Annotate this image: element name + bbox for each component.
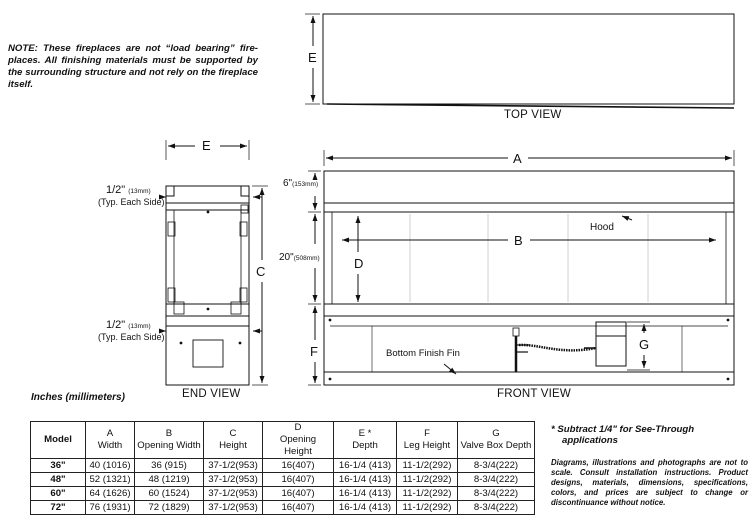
front-view-title: FRONT VIEW	[497, 388, 571, 400]
header-name: Leg Height	[403, 440, 451, 451]
upper-half-mm: (13mm)	[128, 188, 151, 195]
table-cell: 60"	[30, 486, 86, 501]
table-cell: 48"	[30, 472, 86, 487]
table-cell: 48 (1219)	[134, 472, 204, 487]
table-cell: 8-3/4(222)	[457, 472, 535, 487]
bottom-finish-fin-label: Bottom Finish Fin	[386, 348, 460, 359]
table-cell: 11-1/2(292)	[396, 458, 458, 473]
table-cell: 60 (1524)	[134, 486, 204, 501]
header-e: E *Depth	[333, 421, 397, 459]
table-cell: 36"	[30, 458, 86, 473]
table-cell: 16(407)	[262, 458, 334, 473]
dim-b: B	[514, 233, 523, 248]
hood-label: Hood	[590, 222, 614, 233]
twenty-inch: 20"	[279, 252, 294, 263]
see-through-note-line2: applications	[562, 435, 618, 446]
table-cell: 37-1/2(953)	[203, 500, 263, 515]
header-name: Height	[219, 440, 247, 451]
dim-d: D	[354, 256, 364, 271]
table-cell: 11-1/2(292)	[396, 472, 458, 487]
table-cell: 16-1/4 (413)	[333, 472, 397, 487]
table-cell: 16(407)	[262, 472, 334, 487]
header-letter: A	[106, 428, 114, 439]
table-cell: 40 (1016)	[85, 458, 135, 473]
top-view-title: TOP VIEW	[504, 109, 562, 121]
upper-half-inch: 1/2"	[106, 184, 126, 196]
header-letter: B	[165, 428, 173, 439]
table-row: 60" 64 (1626) 60 (1524) 37-1/2(953) 16(4…	[30, 486, 535, 501]
header-name: Width	[97, 440, 123, 451]
table-cell: 36 (915)	[134, 458, 204, 473]
table-row: 36" 40 (1016) 36 (915) 37-1/2(953) 16(40…	[30, 458, 535, 473]
header-name: Opening Width	[137, 440, 201, 451]
table-cell: 8-3/4(222)	[457, 486, 535, 501]
end-view-title: END VIEW	[182, 388, 241, 400]
table-cell: 72"	[30, 500, 86, 515]
dim-a: A	[513, 151, 522, 166]
table-cell: 76 (1931)	[85, 500, 135, 515]
header-name: Opening Height	[279, 434, 317, 457]
table-cell: 37-1/2(953)	[203, 472, 263, 487]
header-name: Depth	[352, 440, 378, 451]
header-model-text: Model	[44, 434, 72, 445]
end-view-drawing	[159, 140, 268, 386]
dim-e-top: E	[308, 50, 317, 65]
see-through-note: * Subtract 1/4" for See-Through applicat…	[551, 424, 746, 446]
twenty-inch-label: 20"(508mm)	[279, 252, 320, 263]
dim-g: G	[639, 337, 650, 352]
table-cell: 8-3/4(222)	[457, 500, 535, 515]
six-mm: (153mm)	[292, 181, 319, 188]
lower-half-mm: (13mm)	[128, 323, 151, 330]
six-inch-label: 6"(153mm)	[283, 178, 318, 189]
table-cell: 11-1/2(292)	[396, 500, 458, 515]
table-row: 72" 76 (1931) 72 (1829) 37-1/2(953) 16(4…	[30, 500, 535, 515]
see-through-note-line1: * Subtract 1/4" for See-Through	[551, 424, 695, 435]
header-letter: F	[424, 428, 430, 439]
twenty-mm: (508mm)	[293, 255, 320, 262]
header-letter: C	[229, 428, 237, 439]
table-cell: 72 (1829)	[134, 500, 204, 515]
dim-e-end: E	[202, 138, 211, 153]
table-cell: 11-1/2(292)	[396, 486, 458, 501]
table-cell: 16-1/4 (413)	[333, 486, 397, 501]
header-letter: D	[294, 422, 302, 433]
six-inch: 6"	[283, 178, 293, 189]
lower-half-inch: 1/2"	[106, 319, 126, 331]
units-label: Inches (millimeters)	[31, 392, 125, 403]
disclaimer-text: Diagrams, illustrations and photographs …	[551, 458, 748, 507]
table-cell: 64 (1626)	[85, 486, 135, 501]
table-cell: 52 (1321)	[85, 472, 135, 487]
header-model: Model	[30, 421, 86, 459]
table-cell: 8-3/4(222)	[457, 458, 535, 473]
top-view-drawing	[305, 13, 735, 109]
dim-c: C	[256, 264, 266, 279]
header-letter: E *	[358, 428, 372, 439]
upper-half-inch-label: 1/2" (13mm)	[106, 184, 151, 196]
front-view-drawing	[308, 150, 735, 386]
header-name: Valve Box Depth	[460, 440, 532, 451]
table-cell: 37-1/2(953)	[203, 486, 263, 501]
lower-half-inch-label: 1/2" (13mm)	[106, 319, 151, 331]
header-letter: G	[492, 428, 500, 439]
dim-f: F	[310, 344, 318, 359]
lower-typ-each-side: (Typ. Each Side)	[98, 332, 165, 342]
table-cell: 16(407)	[262, 486, 334, 501]
table-row: 48" 52 (1321) 48 (1219) 37-1/2(953) 16(4…	[30, 472, 535, 487]
load-bearing-note: NOTE: These fireplaces are not “load bea…	[8, 43, 258, 90]
table-cell: 16(407)	[262, 500, 334, 515]
upper-typ-each-side: (Typ. Each Side)	[98, 197, 165, 207]
table-cell: 37-1/2(953)	[203, 458, 263, 473]
table-cell: 16-1/4 (413)	[333, 458, 397, 473]
table-cell: 16-1/4 (413)	[333, 500, 397, 515]
